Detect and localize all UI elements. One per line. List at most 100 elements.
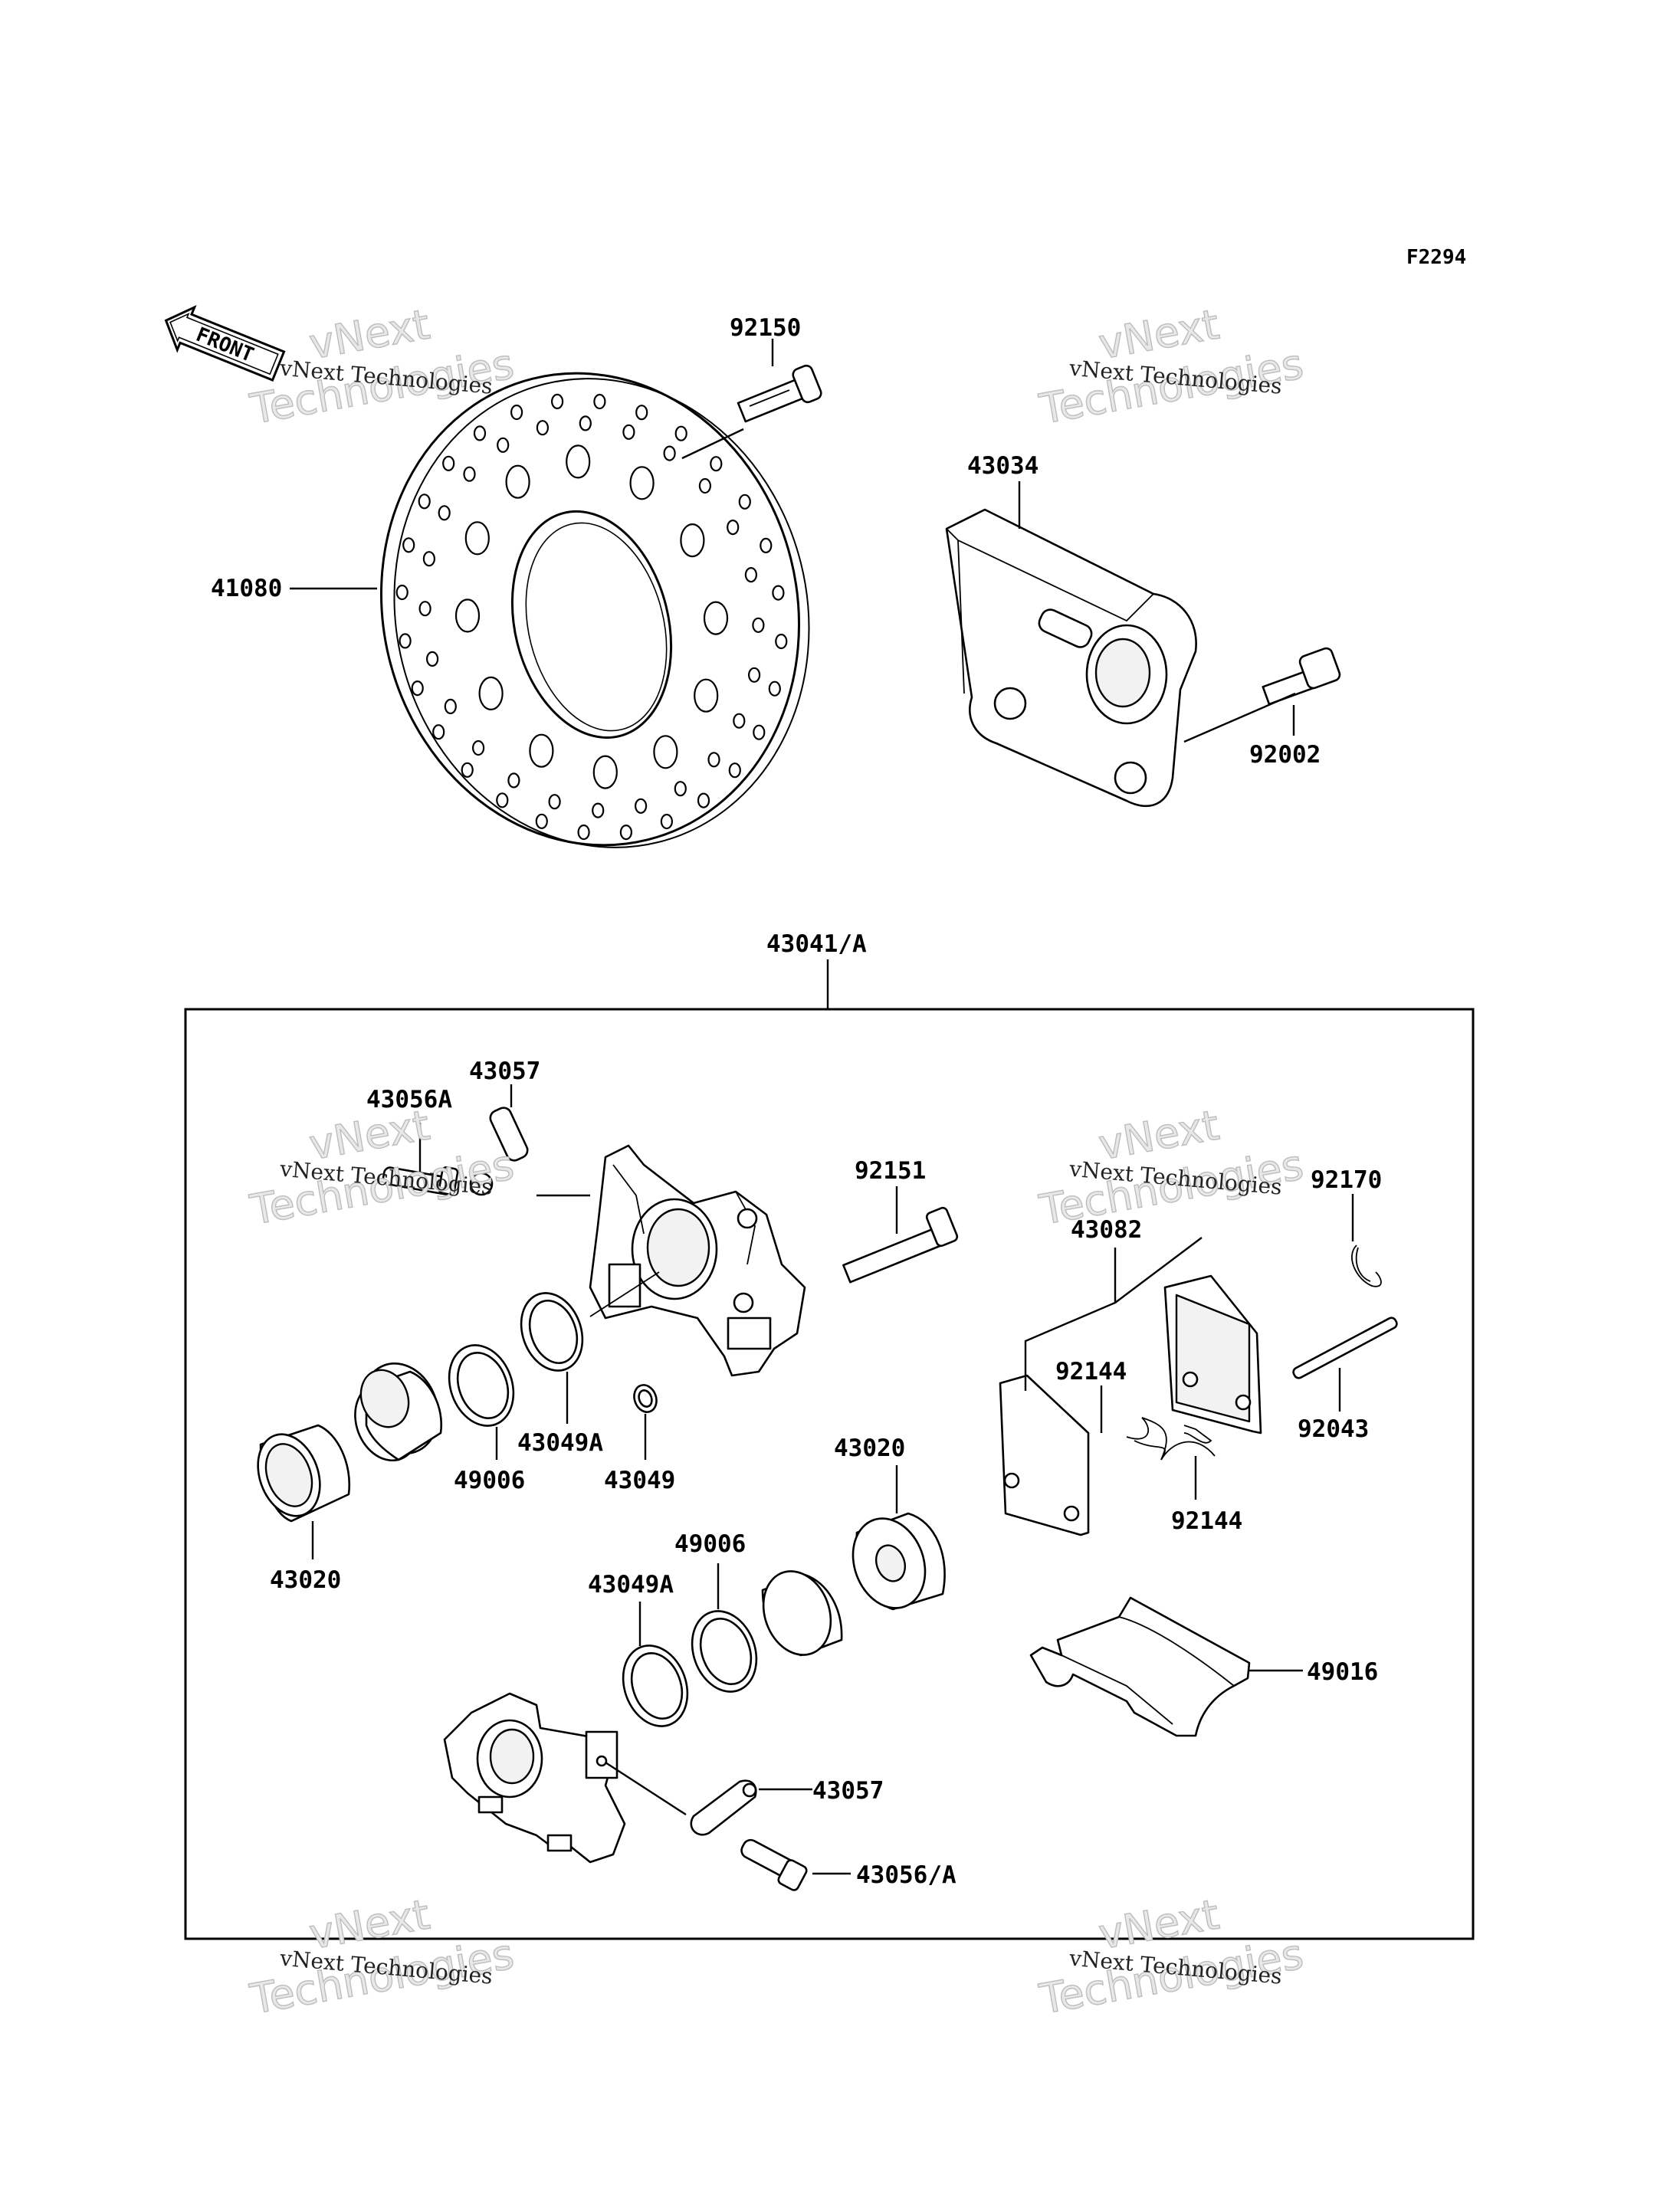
washer-43049 bbox=[633, 1384, 658, 1413]
front-arrow-icon: FRONT bbox=[164, 304, 286, 382]
disc-hole bbox=[496, 792, 509, 808]
label-92144-top: 92144 bbox=[1055, 1358, 1127, 1385]
disc-hole bbox=[438, 505, 451, 521]
disc-hole bbox=[566, 444, 591, 479]
disc-hole bbox=[660, 813, 674, 830]
piston-43020-left bbox=[257, 1424, 351, 1523]
disc-hole bbox=[471, 739, 485, 756]
seal-49006-bottom bbox=[691, 1610, 758, 1693]
disc-hole bbox=[622, 424, 635, 440]
disc-hole bbox=[680, 523, 705, 558]
springs-92144 bbox=[1126, 1417, 1216, 1461]
disc-hole bbox=[411, 680, 424, 697]
disc-hole bbox=[473, 425, 487, 441]
disc-hole bbox=[395, 584, 409, 601]
label-49006-top: 49006 bbox=[454, 1467, 525, 1494]
piston-top-middle bbox=[354, 1362, 443, 1462]
disc-hole bbox=[698, 477, 712, 494]
banjo-43057-top bbox=[469, 1107, 529, 1196]
disc-hole bbox=[663, 445, 676, 461]
disc-hole bbox=[634, 798, 648, 814]
bolt-92002 bbox=[1262, 647, 1341, 706]
disc-hole bbox=[536, 420, 550, 436]
disc-hole bbox=[707, 752, 720, 768]
disc-hole bbox=[629, 466, 655, 500]
disc-hole bbox=[694, 678, 719, 713]
label-43034: 43034 bbox=[967, 452, 1039, 480]
disc-holes bbox=[395, 393, 788, 841]
disc-hole bbox=[768, 680, 781, 697]
disc-hole bbox=[674, 425, 687, 441]
disc-hole bbox=[775, 633, 788, 650]
caliper-bracket-43034 bbox=[945, 508, 1197, 808]
disc-hole bbox=[760, 537, 773, 554]
caliper-assembly-box bbox=[184, 1008, 1475, 1940]
label-43020-left: 43020 bbox=[270, 1566, 341, 1594]
bolt-92150 bbox=[737, 364, 822, 423]
label-92150: 92150 bbox=[730, 314, 801, 342]
disc-hole bbox=[535, 813, 548, 829]
disc-hole bbox=[463, 466, 476, 482]
label-92170: 92170 bbox=[1311, 1166, 1382, 1194]
disc-hole bbox=[728, 762, 741, 779]
disc-hole bbox=[399, 633, 412, 649]
disc-hole bbox=[592, 802, 605, 818]
disc-hole bbox=[738, 494, 751, 510]
watermark-big-line1: vNext bbox=[1095, 1101, 1222, 1169]
label-43056A-bottom: 43056/A bbox=[856, 1861, 956, 1889]
disc-hole bbox=[579, 415, 592, 431]
leader-caliper-bottom bbox=[605, 1761, 687, 1816]
label-43041A: 43041/A bbox=[766, 930, 867, 958]
disc-hole bbox=[505, 464, 530, 499]
piston-bottom-middle bbox=[761, 1570, 843, 1657]
disc-hole bbox=[577, 824, 590, 841]
caliper-body-top bbox=[589, 1144, 806, 1377]
label-49016: 49016 bbox=[1307, 1658, 1378, 1686]
disc-hole bbox=[593, 393, 606, 410]
disc-hole bbox=[592, 755, 618, 789]
leader-92002-line bbox=[1183, 692, 1296, 743]
disc-hole bbox=[703, 601, 729, 635]
disc-hole bbox=[733, 713, 746, 729]
label-43082: 43082 bbox=[1071, 1216, 1142, 1244]
disc-hole bbox=[635, 405, 648, 421]
disc-hole bbox=[464, 521, 490, 556]
disc-hole bbox=[444, 698, 457, 715]
disc-hole bbox=[697, 792, 710, 808]
label-92002: 92002 bbox=[1249, 741, 1321, 769]
disc-hole bbox=[507, 772, 520, 789]
disc-hole bbox=[454, 598, 481, 633]
disc-hole bbox=[653, 735, 678, 769]
disc-hole bbox=[727, 519, 740, 536]
banjo-43057-bottom bbox=[690, 1779, 757, 1836]
label-43049A-bottom: 43049A bbox=[588, 1571, 674, 1599]
pad-spring-49016 bbox=[1029, 1596, 1251, 1737]
disc-hole bbox=[442, 455, 455, 471]
brake-disc-41080 bbox=[379, 372, 810, 848]
caliper-body-bottom bbox=[443, 1692, 626, 1864]
label-41080: 41080 bbox=[211, 575, 282, 602]
disc-hole bbox=[425, 651, 439, 667]
disc-hole bbox=[619, 824, 633, 841]
clip-92170 bbox=[1351, 1244, 1382, 1287]
leader-43082-left bbox=[1024, 1248, 1117, 1391]
disc-hole bbox=[772, 585, 785, 601]
label-92151: 92151 bbox=[855, 1157, 926, 1185]
disc-hole bbox=[548, 794, 561, 810]
bolt-92151 bbox=[842, 1206, 959, 1284]
seal-43049A-top bbox=[520, 1292, 584, 1372]
label-43049: 43049 bbox=[604, 1467, 675, 1494]
disc-hole bbox=[402, 537, 415, 553]
seal-49006-top bbox=[448, 1344, 515, 1427]
disc-hole bbox=[422, 551, 436, 567]
disc-hole bbox=[550, 393, 564, 410]
disc-hole bbox=[497, 437, 510, 453]
piston-43020-right bbox=[851, 1512, 946, 1611]
label-43056A-top: 43056A bbox=[366, 1086, 452, 1113]
bleeder-43056A-bottom bbox=[740, 1838, 808, 1891]
